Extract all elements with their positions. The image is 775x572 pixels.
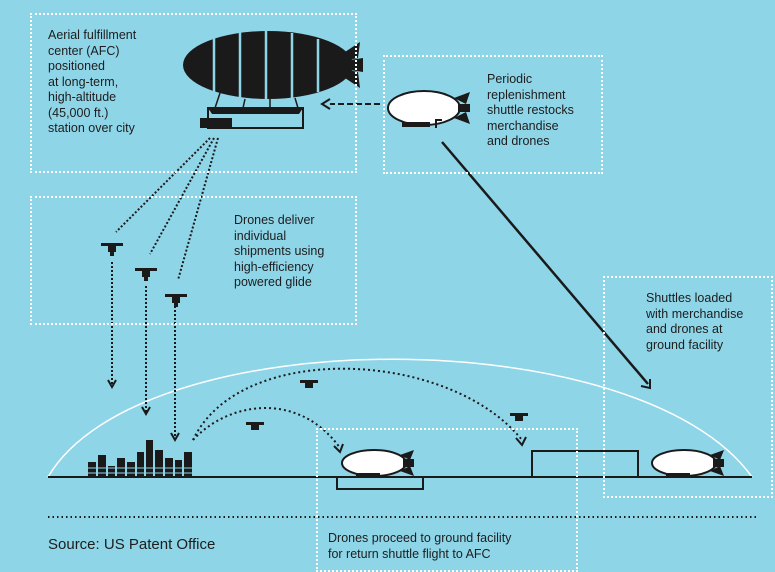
- drone-icon: [135, 268, 157, 281]
- shuttles-frame: [603, 276, 773, 498]
- drone-icon: [300, 380, 318, 388]
- replenish-frame: [383, 55, 603, 174]
- ground-frame: [316, 428, 578, 572]
- shuttles-label: Shuttles loaded with merchandise and dro…: [646, 291, 744, 352]
- city-skyline-icon: [88, 440, 192, 477]
- drone-icon: [101, 243, 123, 256]
- shuttle-route-arrow: [435, 119, 651, 390]
- ground-label: Drones proceed to ground facility for re…: [328, 531, 512, 561]
- city-dome: [47, 358, 753, 478]
- afc-frame: [30, 13, 357, 173]
- ground-facility-icon: [531, 450, 639, 478]
- return-arrowheads: [333, 436, 527, 454]
- replenish-arrow: [320, 98, 380, 110]
- airship-icon: [183, 31, 363, 129]
- drones-frame: [30, 196, 357, 325]
- shuttle-airship-icon: [341, 449, 414, 477]
- replenish-label: Periodic replenishment shuttle restocks …: [487, 72, 574, 148]
- source-credit: Source: US Patent Office: [48, 536, 216, 553]
- afc-label: Aerial fulfillment center (AFC) position…: [48, 28, 137, 135]
- drone-icon: [510, 413, 528, 421]
- drone-icon: [246, 422, 264, 430]
- drones-label: Drones deliver individual shipments usin…: [234, 213, 325, 289]
- skyline-windows: [88, 467, 192, 474]
- shuttle-airship-icon: [387, 90, 470, 127]
- drone-path-arrowheads: [107, 379, 180, 443]
- shuttle-airship-icon: [651, 449, 724, 477]
- drone-icon: [165, 294, 187, 307]
- return-paths: [192, 367, 523, 449]
